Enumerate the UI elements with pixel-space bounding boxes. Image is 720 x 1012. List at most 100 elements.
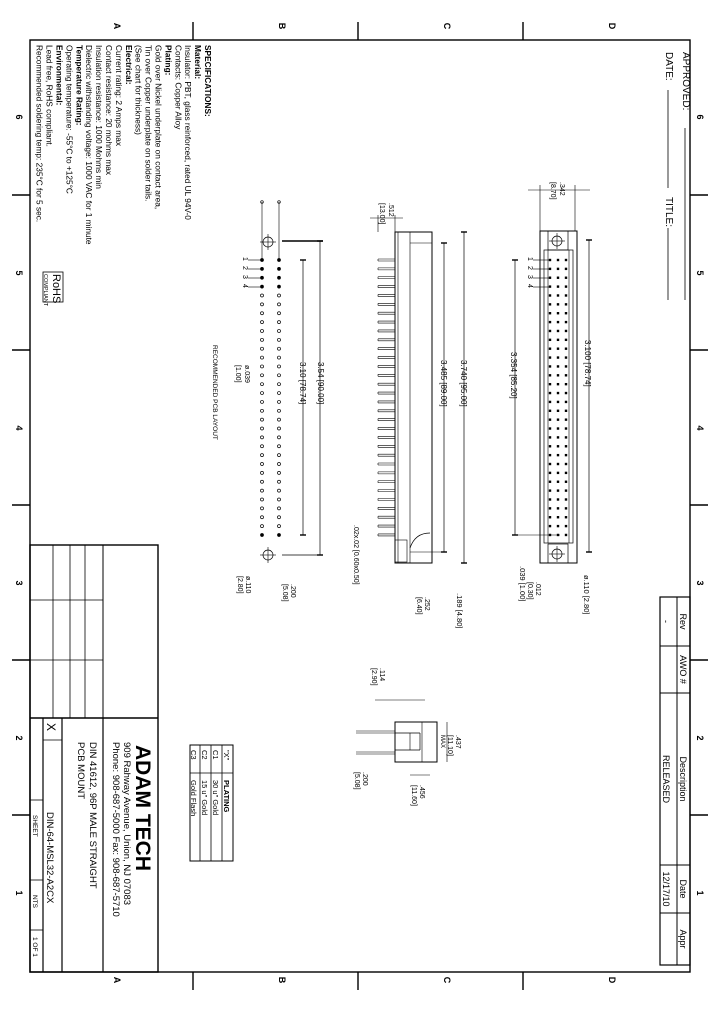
zone-letter: B (277, 23, 287, 30)
contact-pin (556, 498, 560, 501)
layout-hole-icon (277, 417, 281, 422)
contact-pin (556, 285, 560, 288)
contact-pin (564, 498, 568, 501)
specification-line: Dielectric withstanding voltage: 1000 VA… (84, 45, 94, 245)
contact-pin (564, 418, 568, 421)
specification-line: Recommended soldering temp: 235°C for 5 … (35, 45, 45, 222)
layout-hole-icon (260, 506, 264, 511)
dimension-label-d252: .252 (423, 597, 430, 611)
layout-hole-icon (277, 373, 281, 378)
revision-cell-0: - (661, 620, 671, 623)
specification-line: (See chart for thickness) (134, 45, 144, 135)
contact-pin (548, 480, 552, 483)
contact-pin (564, 294, 568, 297)
contact-pin (556, 507, 560, 510)
layout-hole-icon (260, 320, 264, 324)
dimension-label-d354: 3.54 [90.00] (316, 362, 325, 404)
contact-pin (556, 400, 560, 404)
layout-hole-icon (260, 337, 264, 342)
dimension-label-d200: .200 (361, 772, 368, 786)
layout-hole-icon (277, 346, 281, 351)
layout-hole-icon (277, 320, 281, 324)
contact-pin (548, 391, 552, 395)
zone-number: 3 (14, 580, 24, 585)
layout-hole-icon (260, 382, 264, 387)
specification-line: Operating temperature: -55°C to +125°C (64, 45, 74, 194)
specification-line: Electrical: (124, 45, 134, 85)
contact-pin (556, 294, 560, 297)
specifications-heading: SPECIFICATIONS: (203, 45, 213, 117)
pin-number-label: 4 (526, 284, 533, 288)
contact-pin (556, 320, 560, 324)
contact-pin (548, 285, 552, 288)
layout-hole-icon (277, 284, 281, 289)
contact-pin (556, 329, 560, 333)
layout-hole-icon (277, 515, 281, 520)
zone-number: 2 (695, 735, 705, 740)
specifications: SPECIFICATIONS:Material:Insulator: PBT, … (35, 45, 213, 245)
layout-hole-icon (260, 355, 264, 360)
pin-number-label: 2 (526, 266, 533, 270)
layout-hole-icon (277, 471, 281, 475)
dimension-label-d114: .114 (378, 668, 385, 681)
layout-hole-icon (277, 267, 281, 271)
contact-pin (548, 462, 552, 466)
contact-pin (548, 312, 552, 315)
revision-header-4: Appr (678, 929, 688, 948)
specification-line: Tin over Copper underplate on solder tai… (144, 45, 154, 202)
layout-hole-icon (260, 302, 264, 307)
contact-pin (548, 320, 552, 324)
connector-body (539, 230, 578, 564)
revision-header-2: Description (678, 756, 688, 801)
layout-hole-icon (260, 408, 264, 413)
contact-pin (548, 382, 552, 386)
mounting-flange-top (547, 230, 569, 251)
plating-table-outline (189, 744, 234, 862)
company-logo: ADAM TECH (131, 745, 154, 871)
dimension-label-d200m: [5.08] (353, 772, 360, 790)
contact-profile (409, 532, 431, 549)
revision-cell-3: 12/17/10 (661, 871, 671, 906)
layout-hole-icon (260, 364, 264, 369)
side-view (377, 231, 433, 564)
dimension-label-d310: 3.10 [78.74] (298, 362, 307, 404)
dimension-label-d456: .456 (418, 785, 425, 799)
dimension-label-d437m: [11.10] (446, 735, 453, 756)
dimension-label-d110right: ø.110 [2.80] (582, 575, 591, 614)
end-view (356, 699, 448, 776)
contact-pin (564, 276, 568, 279)
specification-line: Environmental: (55, 45, 65, 105)
zone-number: 1 (695, 890, 705, 895)
dimension-label-d200leftm: [5.08] (281, 584, 288, 602)
specification-line: Temperature Rating: (74, 45, 84, 126)
revision-header-3: Date (678, 879, 688, 898)
contact-pin (564, 285, 568, 288)
contact-pin (548, 471, 552, 475)
contact-pin (548, 276, 552, 279)
layout-hole-icon (260, 488, 264, 493)
contact-pin (556, 338, 560, 342)
title-block-outline (29, 544, 159, 973)
zone-number: 2 (14, 735, 24, 740)
contact-pin (548, 507, 552, 510)
contact-pin (548, 498, 552, 501)
contact-pin (548, 409, 552, 412)
plating-header-plating: PLATING (222, 780, 231, 813)
contact-pin (564, 533, 568, 537)
contact-pin (548, 453, 552, 457)
contact-pin (556, 258, 560, 262)
dimension-label-d114m: [2.90] (370, 668, 377, 686)
plating-value: 15 u" Gold (200, 780, 209, 815)
contact-pin (564, 320, 568, 324)
contact-pin (548, 303, 552, 306)
contact-pin (556, 312, 560, 315)
contact-pin (548, 347, 552, 350)
rohs-box (42, 271, 64, 303)
zone-number: 5 (695, 270, 705, 275)
layout-hole-icon (260, 284, 264, 289)
layout-hole-icon (277, 302, 281, 307)
contact-pin (564, 400, 568, 404)
